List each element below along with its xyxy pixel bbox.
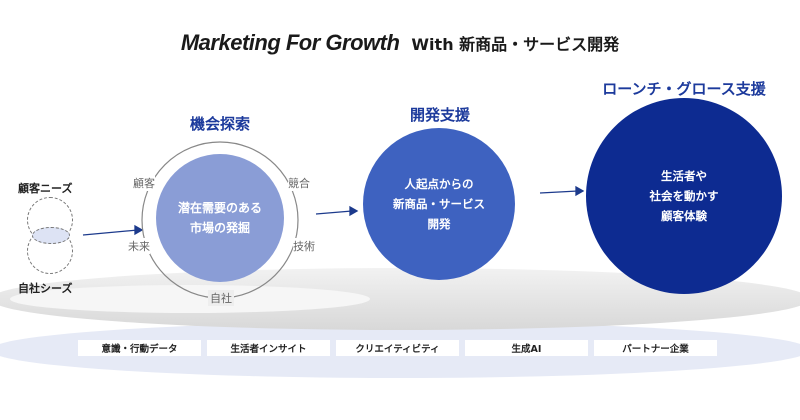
stage3-text: 生活者や 社会を動かす 顧客体験 — [649, 169, 719, 223]
stage1-circle: 潜在需要のある 市場の発掘 — [156, 154, 284, 282]
ring-label-competitor: 競合 — [288, 175, 310, 191]
stage1-heading: 機会探索 — [189, 115, 250, 133]
foundation-tag-creativity: クリエイティビティ — [336, 340, 459, 356]
arrow-2 — [315, 210, 353, 215]
stage1-text: 潜在需要のある 市場の発掘 — [177, 201, 262, 235]
company-seeds-label: 自社シーズ — [18, 282, 73, 295]
platform-disc-inner — [10, 285, 370, 313]
customer-needs-label: 顧客ニーズ — [18, 182, 73, 195]
ring-label-future: 未来 — [128, 238, 150, 254]
foundation-tag-data: 意識・行動データ — [78, 340, 201, 356]
title-jp: With 新商品・サービス開発 — [411, 35, 620, 54]
foundation-tag-ai: 生成AI — [465, 340, 588, 356]
ring-label-customer: 顧客 — [133, 175, 155, 191]
arrow-3 — [539, 190, 579, 194]
stage2-text: 人起点からの 新商品・サービス 開発 — [393, 177, 485, 231]
ring-label-company: 自社 — [208, 290, 234, 306]
foundation-tag-insight: 生活者インサイト — [207, 340, 330, 356]
title-en: Marketing For Growth — [180, 30, 400, 55]
stage3-heading: ローンチ・グロース支援 — [602, 80, 766, 98]
ring-label-technology: 技術 — [293, 238, 315, 254]
overlap — [32, 227, 70, 244]
foundation-tag-partners: パートナー企業 — [594, 340, 717, 356]
arrow-1 — [82, 229, 139, 236]
stage2-circle: 人起点からの 新商品・サービス 開発 — [363, 128, 515, 280]
page-title: Marketing For Growth With 新商品・サービス開発 — [0, 30, 800, 56]
stage2-heading: 開発支援 — [409, 106, 470, 124]
stage3-circle: 生活者や 社会を動かす 顧客体験 — [586, 98, 782, 294]
